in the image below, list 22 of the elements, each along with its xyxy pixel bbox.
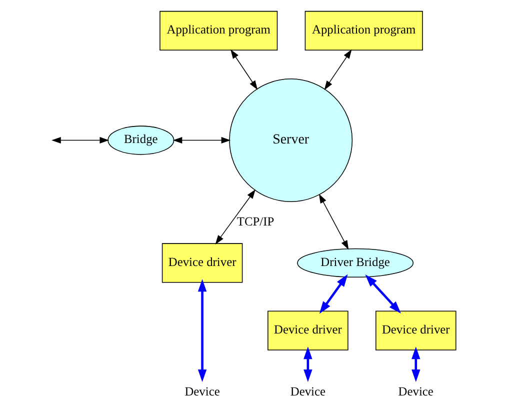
arrow — [365, 274, 401, 314]
arrow — [230, 49, 258, 90]
node-box: Device driver — [162, 243, 243, 283]
node-box: Application program — [160, 10, 278, 51]
arrow — [215, 189, 256, 244]
node-ellipse: Bridge — [108, 126, 174, 155]
node-text: Device — [398, 384, 434, 399]
arrow — [172, 137, 231, 144]
arrow — [318, 194, 349, 250]
arrow — [52, 137, 110, 144]
arrow — [319, 274, 348, 314]
node-box: Device driver — [268, 310, 348, 350]
node-text: Device — [184, 384, 220, 399]
node-box: Application program — [304, 10, 423, 51]
arrow — [304, 346, 312, 382]
arrow — [412, 346, 420, 382]
edge-label: TCP/IP — [236, 214, 274, 229]
arrow — [324, 49, 352, 90]
node-text: Device — [290, 384, 326, 399]
node-ellipse: Driver Bridge — [297, 248, 414, 278]
arrow — [198, 279, 207, 382]
node-box: Device driver — [376, 310, 456, 350]
